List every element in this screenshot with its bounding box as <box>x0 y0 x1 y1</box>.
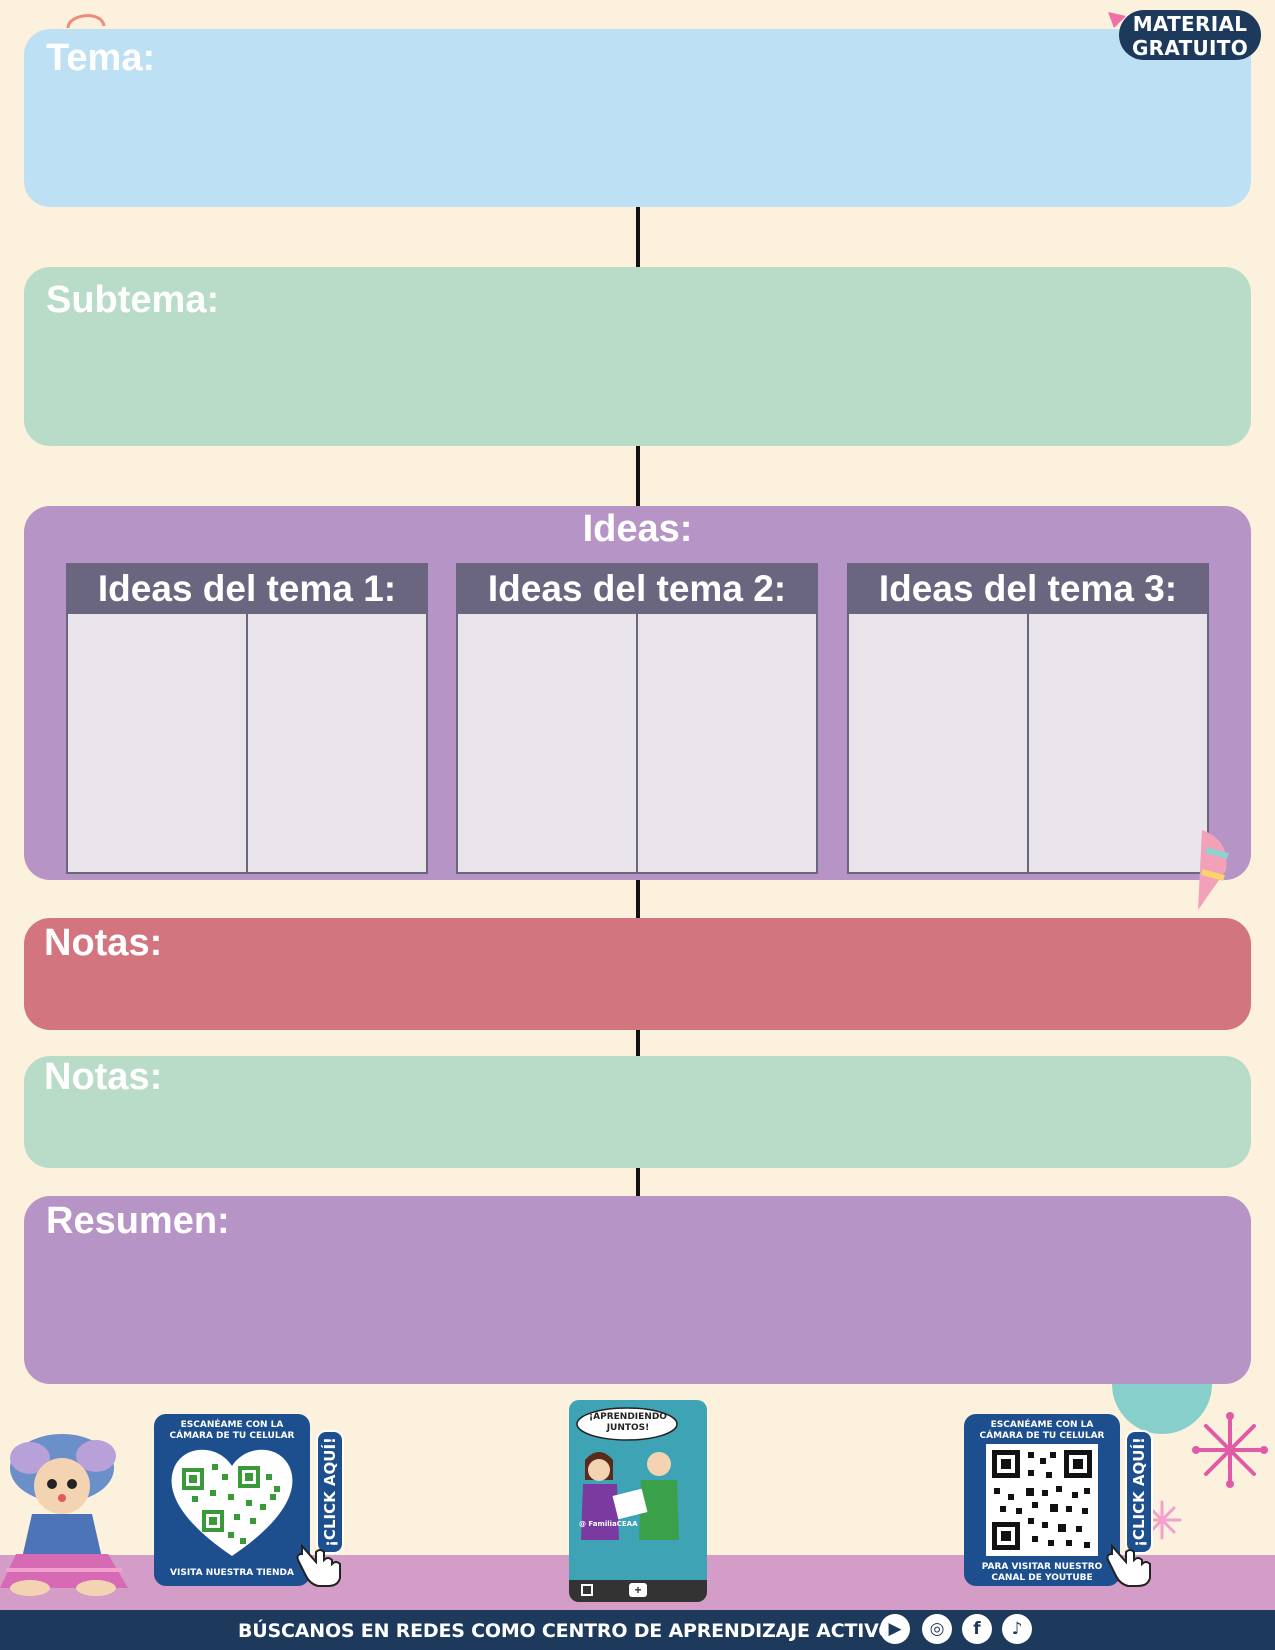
hand-cursor-icon <box>1106 1543 1151 1587</box>
connector-line <box>636 880 640 918</box>
resumen-box[interactable]: Resumen: <box>24 1196 1251 1384</box>
add-icon: + <box>629 1583 647 1597</box>
resumen-label: Resumen: <box>46 1200 230 1242</box>
qr-code-icon <box>986 1444 1098 1556</box>
decorative-swirl <box>66 14 106 29</box>
qr-scan-instruction: ESCANÉAME CON LA CÁMARA DE TU CELULAR <box>169 1420 295 1441</box>
footer-bar: BÚSCANOS EN REDES COMO CENTRO DE APRENDI… <box>0 1610 1275 1650</box>
qr-scan-instruction: ESCANÉAME CON LA CÁMARA DE TU CELULAR <box>979 1420 1105 1441</box>
notas-box-2[interactable]: Notas: <box>24 1056 1251 1168</box>
idea-column-heading: Ideas del tema 1: <box>66 563 428 612</box>
tema-label: Tema: <box>46 37 156 79</box>
instagram-icon[interactable]: ◎ <box>922 1614 952 1644</box>
badge-flag-icon <box>1108 12 1126 28</box>
tema-box[interactable]: Tema: <box>24 29 1251 207</box>
connector-line <box>636 1168 640 1196</box>
youtube-qr-card[interactable]: ESCANÉAME CON LA CÁMARA DE TU CELULAR PA… <box>964 1414 1120 1586</box>
idea-cell[interactable] <box>1027 612 1209 874</box>
notas-label: Notas: <box>44 1056 163 1098</box>
qr-card-caption: VISITA NUESTRA TIENDA <box>170 1568 294 1578</box>
decorative-star <box>1192 1412 1268 1488</box>
idea-column-1: Ideas del tema 1: <box>66 563 428 874</box>
click-here-tab[interactable]: ¡CLICK AQUÍ! <box>1125 1430 1153 1554</box>
hand-cursor-icon <box>296 1543 341 1587</box>
idea-cell[interactable] <box>636 612 818 874</box>
idea-column-heading: Ideas del tema 2: <box>456 563 818 612</box>
subtema-box[interactable]: Subtema: <box>24 267 1251 446</box>
idea-cell[interactable] <box>456 612 638 874</box>
store-qr-card[interactable]: ESCANÉAME CON LA CÁMARA DE TU CELULAR VI… <box>154 1414 310 1586</box>
decorative-circle <box>1112 1384 1212 1434</box>
doll-illustration <box>0 1434 128 1596</box>
badge-line1: MATERIAL <box>1132 12 1248 36</box>
qr-card-caption: PARA VISITAR NUESTRO CANAL DE YOUTUBE <box>981 1562 1103 1583</box>
speech-bubble-icon <box>576 1407 678 1441</box>
click-here-label: ¡CLICK AQUÍ! <box>321 1437 339 1547</box>
material-gratuito-badge: MATERIAL GRATUITO <box>1119 10 1261 60</box>
people-illustration <box>581 1452 679 1540</box>
badge-line2: GRATUITO <box>1131 36 1249 60</box>
idea-column-heading: Ideas del tema 3: <box>847 563 1209 612</box>
idea-column-3: Ideas del tema 3: <box>847 563 1209 874</box>
idea-cell[interactable] <box>66 612 248 874</box>
youtube-icon[interactable]: ▶ <box>880 1614 910 1644</box>
tiktok-icon[interactable]: ♪ <box>1002 1614 1032 1644</box>
heart-qr-code-icon <box>171 1449 293 1556</box>
footer-text: BÚSCANOS EN REDES COMO CENTRO DE APRENDI… <box>238 1620 895 1642</box>
decorative-star-small <box>1142 1500 1182 1540</box>
click-here-tab[interactable]: ¡CLICK AQUÍ! <box>316 1430 344 1554</box>
notas-box-1[interactable]: Notas: <box>24 918 1251 1030</box>
connector-line <box>636 1030 640 1056</box>
click-here-label: ¡CLICK AQUÍ! <box>1130 1437 1148 1547</box>
connector-line <box>636 446 640 506</box>
facebook-icon[interactable]: f <box>962 1614 992 1644</box>
decorative-stripes <box>1198 830 1229 910</box>
idea-cell[interactable] <box>246 612 428 874</box>
home-icon <box>581 1584 593 1596</box>
connector-line <box>636 207 640 267</box>
phone-handle: @ FamiliaCEAA <box>579 1520 638 1528</box>
idea-column-2: Ideas del tema 2: <box>456 563 818 874</box>
subtema-label: Subtema: <box>46 279 220 321</box>
ideas-label: Ideas: <box>582 508 693 550</box>
speech-bubble-text: ¡APRENDIENDO JUNTOS! <box>589 1412 667 1433</box>
phone-mockup[interactable]: ¡APRENDIENDO JUNTOS! @ FamiliaCEAA + <box>569 1400 707 1602</box>
notas-label: Notas: <box>44 922 163 964</box>
idea-cell[interactable] <box>847 612 1029 874</box>
